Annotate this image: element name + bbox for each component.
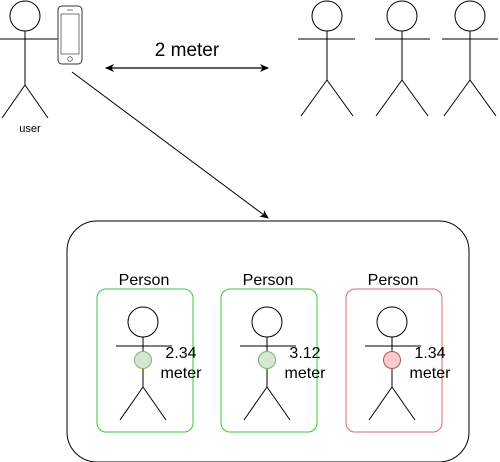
smartphone-icon xyxy=(57,5,83,65)
crowd-person-2 xyxy=(375,0,430,117)
distance-value: 3.12 xyxy=(289,345,320,362)
crowd-person-1 xyxy=(298,0,355,117)
distance-value: 1.34 xyxy=(414,345,445,362)
distance-value: 2.34 xyxy=(165,345,196,362)
detection-label: Person xyxy=(119,272,170,289)
detections-layer: Person 2.34 meter Person 3.12 meter Person 1.34… xyxy=(96,272,452,433)
user-stick-figure xyxy=(0,0,58,119)
detection-screen-panel xyxy=(66,220,470,462)
distance-label: 2 meter xyxy=(155,40,220,61)
distance-unit: meter xyxy=(410,365,452,382)
distance-unit: meter xyxy=(285,365,327,382)
detection-card: Person 1.34 meter xyxy=(345,272,452,433)
person-stick-figure xyxy=(240,306,296,421)
bounding-box xyxy=(220,288,318,433)
crowd-person-3 xyxy=(442,0,498,117)
detection-card: Person 3.12 meter xyxy=(220,272,327,433)
detection-label: Person xyxy=(243,272,294,289)
person-stick-figure xyxy=(365,306,421,421)
distance-marker-dot xyxy=(134,351,152,369)
detection-card: Person 2.34 meter xyxy=(96,272,203,433)
detection-label: Person xyxy=(368,272,419,289)
distance-unit: meter xyxy=(161,365,203,382)
bounding-box xyxy=(96,288,194,433)
user-label: user xyxy=(19,123,41,135)
person-stick-figure xyxy=(116,306,172,421)
distance-marker-dot xyxy=(383,351,401,369)
distance-marker-dot xyxy=(258,351,276,369)
phone-to-screen-arrow xyxy=(71,71,269,219)
bounding-box xyxy=(345,288,443,433)
